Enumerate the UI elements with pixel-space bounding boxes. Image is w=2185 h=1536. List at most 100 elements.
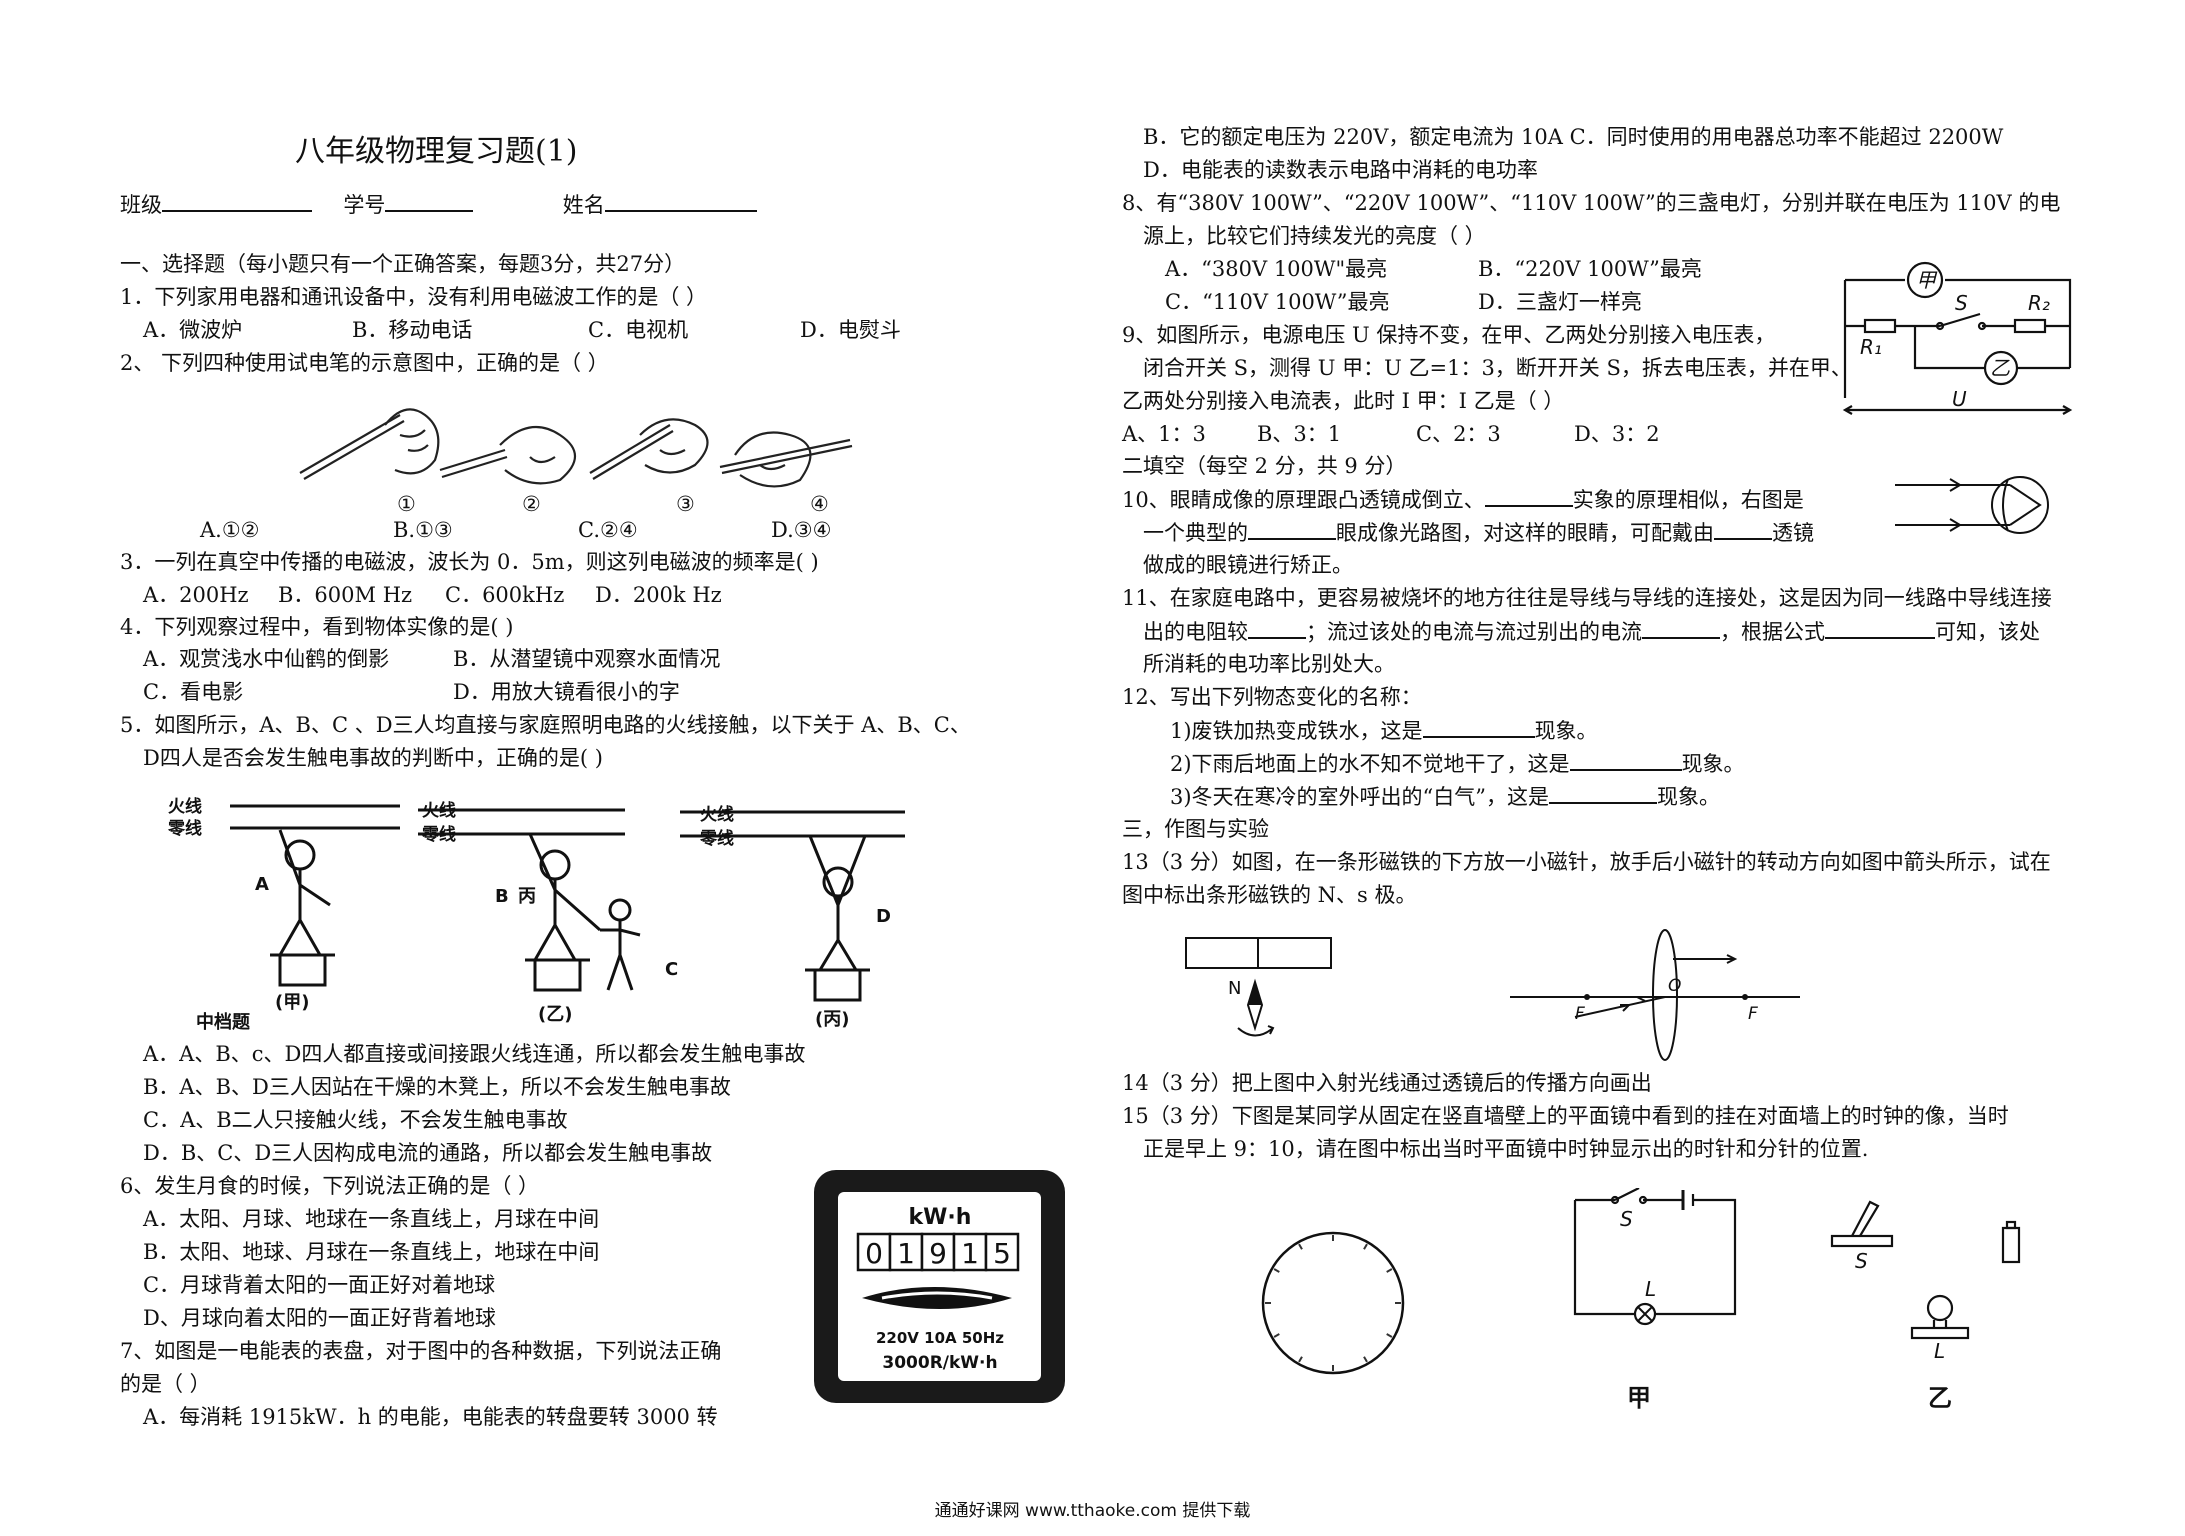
q7-stem-1: 7、如图是一电能表的表盘，对于图中的各种数据，下列说法正确	[120, 1339, 722, 1363]
q13-line-1: 13（3 分）如图，在一条形磁铁的下方放一小磁针，放手后小磁针的转动方向如图中箭…	[1122, 850, 2051, 874]
q7-stem-2: 的是（ ）	[120, 1372, 211, 1396]
q9-stem-2: 闭合开关 S，测得 U 甲：U 乙=1：3，断开开关 S，拆去电压表，并在甲、	[1143, 356, 1852, 380]
q1-option-d: D．电熨斗	[800, 318, 901, 342]
circuit-jia-caption: 甲	[1627, 1384, 1651, 1412]
q11-blank-3[interactable]	[1825, 617, 1935, 639]
circuit-switch-label: S	[1620, 1207, 1633, 1231]
electric-shock-figure: 火线 零线 火线 零线 火线 零线 A B 丙 C D (甲) (乙) (丙) …	[167, 796, 905, 1033]
q8-stem-2: 源上，比较它们持续发光的亮度（ ）	[1143, 224, 1486, 248]
meter-digit-2: 1	[897, 1237, 915, 1270]
medium-level-label: 中档题	[196, 1011, 251, 1033]
id-field[interactable]	[385, 190, 474, 212]
q9-option-d: D、3：2	[1574, 422, 1660, 446]
q10-text-1: 10、眼睛成像的原理跟凸透镜成倒立、	[1122, 488, 1485, 512]
q10-text-2b: 眼成像光路图，对这样的眼睛，可配戴由	[1336, 521, 1714, 545]
q3-option-a: A．200Hz	[143, 583, 249, 607]
q11-text-2a: 出的电阻较	[1143, 620, 1248, 644]
student-info-row: 班级 学号 姓名	[120, 190, 757, 219]
q15-line-1: 15（3 分）下图是某同学从固定在竖直墙壁上的平面镜中看到的挂在对面墙上的时钟的…	[1122, 1104, 2009, 1128]
q3-option-b: B．600M Hz	[278, 583, 413, 607]
name-label: 姓名	[562, 193, 605, 217]
q12-item-3-suffix: 现象。	[1657, 785, 1721, 809]
q9-circuit-figure: 甲 乙 S R₁ R₂ U	[1842, 261, 2073, 415]
q5-option-b: B．A、B、D三人因站在干燥的木凳上，所以不会发生触电事故	[143, 1075, 731, 1099]
q6-option-d: D、月球向着太阳的一面正好背着地球	[143, 1306, 496, 1330]
lamp-icon	[1633, 1302, 1657, 1326]
resistor-r2-label: R₂	[2028, 291, 2050, 315]
q11-blank-2[interactable]	[1642, 617, 1720, 639]
clock-tick	[1298, 1356, 1303, 1363]
components-yi-caption: 乙	[1928, 1384, 1952, 1412]
q14-text: 14（3 分）把上图中入射光线通过透镜后的传播方向画出	[1122, 1071, 1652, 1095]
q9-option-c: C、2：3	[1416, 422, 1501, 446]
page-footer: 通通好课网 www.tthaoke.com 提供下载	[934, 1501, 1251, 1521]
q11-text-2c: ，根据公式	[1720, 620, 1825, 644]
q8-option-d: D．三盏灯一样亮	[1478, 290, 1642, 314]
id-label: 学号	[343, 193, 386, 217]
compass-n-label: N	[1228, 978, 1241, 999]
q12-blank-1[interactable]	[1422, 716, 1535, 738]
clock-tick	[1363, 1356, 1368, 1363]
q7-option-a: A．每消耗 1915kW．h 的电能，电能表的转盘要转 3000 转	[143, 1405, 718, 1429]
section-3-heading: 三，作图与实验	[1122, 817, 1269, 841]
q4-stem: 4．下列观察过程中，看到物体实像的是( )	[120, 615, 514, 639]
q3-stem: 3．一列在真空中传播的电磁波，波长为 0．5m，则这列电磁波的频率是( )	[120, 550, 819, 574]
meter-spec: 220V 10A 50Hz	[876, 1329, 1004, 1347]
q10-text-1b: 实象的原理相似，右图是	[1572, 488, 1804, 512]
q1-stem: 1．下列家用电器和通讯设备中，没有利用电磁波工作的是（ ）	[120, 285, 708, 309]
q6-option-b: B．太阳、地球、月球在一条直线上，地球在中间	[143, 1240, 600, 1264]
focus-left-label: F	[1575, 1004, 1585, 1024]
optical-center-label: O	[1668, 976, 1681, 996]
battery-icon	[2001, 1220, 2021, 1264]
q6-option-a: A．太阳、月球、地球在一条直线上，月球在中间	[143, 1207, 600, 1231]
q10-line-1: 10、眼睛成像的原理跟凸透镜成倒立、 实象的原理相似，右图是	[1122, 485, 1804, 514]
bar-magnet-figure: N	[1185, 937, 1332, 1037]
q7-option-bc: B．它的额定电压为 220V，额定电流为 10A C．同时使用的用电器总功率不能…	[1143, 125, 2004, 149]
q2-option-c: C.②④	[578, 518, 638, 542]
q7-option-d: D．电能表的读数表示电路中消耗的电功率	[1143, 158, 1538, 182]
q11-text-2d: 可知，该处	[1935, 620, 2040, 644]
q4-option-a: A．观赏浅水中仙鹤的倒影	[143, 647, 390, 671]
components-yi-figure: S L 乙	[1830, 1200, 2021, 1412]
eye-diagram	[1895, 476, 2049, 534]
live-wire-label-3: 火线	[700, 804, 734, 825]
q5-option-a: A．A、B、c、D四人都直接或间接跟火线连通，所以都会发生触电事故	[143, 1042, 806, 1066]
circuit-lamp-label: L	[1645, 1277, 1656, 1301]
q12-blank-3[interactable]	[1549, 782, 1658, 804]
q10-blank-2[interactable]	[1248, 518, 1336, 540]
pen-label-4: ④	[810, 492, 829, 516]
q5-stem-1: 5．如图所示，A、B、C 、D三人均直接与家庭照明电路的火线接触，以下关于 A、…	[120, 713, 971, 737]
q1-option-b: B．移动电话	[352, 318, 473, 342]
focus-right-label: F	[1748, 1004, 1758, 1024]
person-a-label: A	[255, 874, 269, 895]
bulb-icon	[1910, 1294, 1970, 1340]
q4-option-b: B．从潜望镜中观察水面情况	[453, 647, 721, 671]
meter-jia-label: 甲	[1916, 268, 1938, 292]
clock-tick	[1386, 1268, 1393, 1273]
q3-option-c: C．600kHz	[445, 583, 565, 607]
page-title: 八年级物理复习题(1)	[295, 134, 578, 169]
name-field[interactable]	[604, 190, 757, 212]
q10-text-2c: 透镜	[1772, 521, 1814, 545]
q12-blank-2[interactable]	[1569, 749, 1682, 771]
q3-option-d: D．200k Hz	[595, 583, 722, 607]
person-c-label: C	[665, 959, 678, 980]
q10-blank-3[interactable]	[1714, 518, 1772, 540]
meter-digit-4: 1	[961, 1237, 979, 1270]
q12-item-2-text: 2)下雨后地面上的水不知不觉地干了，这是	[1170, 752, 1570, 776]
q2-option-b: B.①③	[393, 518, 453, 542]
class-field[interactable]	[162, 190, 312, 212]
q11-blank-1[interactable]	[1248, 617, 1306, 639]
clock-face[interactable]	[1258, 1228, 1408, 1378]
q10-blank-1[interactable]	[1484, 485, 1573, 507]
q9-option-a: A、1：3	[1122, 422, 1206, 446]
person-b-label: B	[495, 886, 509, 907]
switch-s-label: S	[1955, 291, 1968, 315]
q2-option-a: A.①②	[200, 518, 260, 542]
convex-lens-figure: F O F	[1510, 929, 1800, 1061]
q12-item-2: 2)下雨后地面上的水不知不觉地干了，这是现象。	[1170, 749, 1745, 778]
person-bing-label: 丙	[518, 886, 536, 907]
q12-item-3: 3)冬天在寒冷的室外呼出的“白气”，这是现象。	[1170, 782, 1720, 811]
bulb-l-caption: L	[1934, 1339, 1945, 1363]
clock-tick	[1298, 1243, 1303, 1250]
